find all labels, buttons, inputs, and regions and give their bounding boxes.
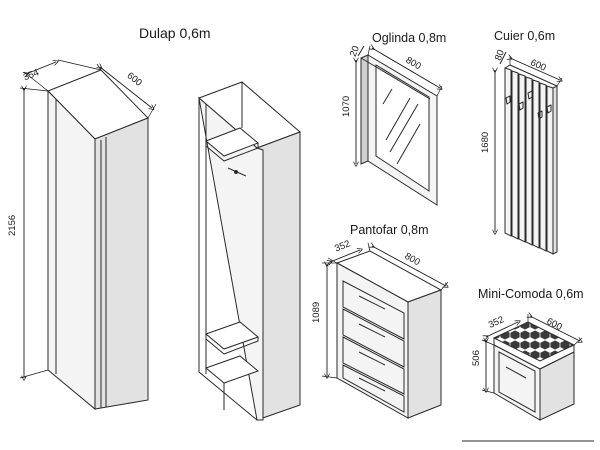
wardrobe-closed-view: Dulap 0,6m 354 600 2156 bbox=[7, 25, 211, 411]
mini-dresser-drawer bbox=[498, 351, 536, 413]
coat-rack-view: Cuier 0,6m 80 600 1680 bbox=[480, 29, 562, 255]
shoe-cabinet-depth-label: 352 bbox=[333, 238, 352, 254]
hook-icon bbox=[518, 101, 524, 111]
hook-icon bbox=[527, 90, 533, 100]
drawer-handle-icon bbox=[505, 366, 527, 379]
shoe-cabinet-side bbox=[407, 289, 442, 419]
wardrobe-title: Dulap 0,6m bbox=[139, 25, 211, 41]
wardrobe-door-face bbox=[47, 89, 96, 411]
mini-dresser-side bbox=[539, 351, 575, 421]
shoe-cabinet-height-label: 1089 bbox=[311, 302, 322, 323]
mini-dresser-title: Mini-Comoda 0,6m bbox=[478, 287, 584, 301]
wardrobe-open-view bbox=[198, 81, 301, 421]
coat-rack-depth-label: 80 bbox=[493, 48, 507, 62]
mini-dresser-view: Mini-Comoda 0,6m 352 600 506 bbox=[471, 287, 584, 421]
shoe-cabinet-title: Pantofar 0,8m bbox=[350, 223, 429, 237]
mirror-glass bbox=[375, 64, 430, 192]
shoe-cabinet-width-label: 800 bbox=[403, 251, 422, 268]
drawer-front bbox=[342, 280, 405, 340]
coat-rack-slats bbox=[504, 64, 558, 255]
coat-rack-height-label: 1680 bbox=[480, 132, 491, 153]
drawer-handle-icon bbox=[358, 377, 386, 392]
drawer-front bbox=[342, 308, 405, 368]
mirror-width-label: 800 bbox=[404, 55, 423, 72]
mini-dresser-depth-label: 352 bbox=[487, 314, 506, 331]
mini-dresser-width-label: 600 bbox=[545, 316, 564, 333]
hook-icon bbox=[546, 104, 552, 114]
shoe-cabinet-drawers bbox=[342, 280, 405, 413]
drawer-front bbox=[342, 336, 405, 395]
coat-rack-width-label: 600 bbox=[529, 57, 548, 73]
wardrobe-side-face bbox=[94, 117, 149, 410]
mirror-height-label: 1070 bbox=[341, 96, 352, 117]
hook-icon bbox=[537, 110, 543, 120]
coat-hooks bbox=[505, 90, 552, 120]
drawer-handle-icon bbox=[358, 295, 386, 310]
mirror-title: Oglinda 0,8m bbox=[372, 31, 446, 45]
drawer-handle-icon bbox=[358, 351, 386, 366]
wardrobe-height-label: 2156 bbox=[7, 215, 18, 236]
coat-rack-title: Cuier 0,6m bbox=[494, 29, 555, 43]
mirror-depth-label: 20 bbox=[348, 44, 362, 58]
mirror-view: Oglinda 0,8m 20 800 1070 bbox=[341, 31, 446, 206]
drawer-handle-icon bbox=[358, 323, 386, 338]
mini-dresser-height-label: 506 bbox=[471, 350, 482, 366]
drawer-front bbox=[342, 364, 405, 413]
wardrobe-width-label: 600 bbox=[125, 70, 144, 88]
hook-icon bbox=[505, 95, 511, 105]
shoe-cabinet-view: Pantofar 0,8m 352 800 1089 bbox=[311, 223, 448, 419]
